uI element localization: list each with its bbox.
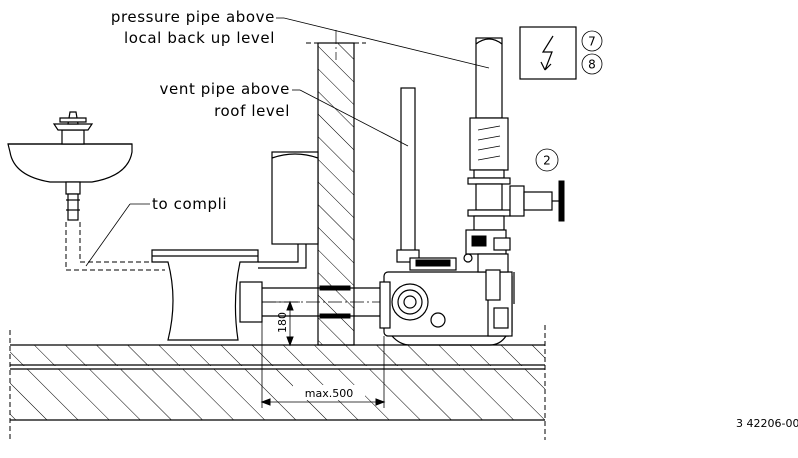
callout-7: 7 [581,30,603,52]
svg-text:180: 180 [276,312,289,333]
drawing-code: 3 42206-00 [736,417,798,430]
svg-text:max.500: max.500 [305,387,353,400]
leader-lines [85,17,490,267]
connection-pipe [262,285,384,319]
label-pressure-pipe-line1: pressure pipe above [111,8,275,26]
callout-2: 2 [535,148,559,172]
svg-text:7: 7 [588,35,596,49]
wc-toilet [151,151,319,341]
callout-8: 8 [581,53,603,75]
label-vent-pipe-line1: vent pipe above [160,80,290,98]
vent-pipe [396,87,457,271]
label-to-compli: to compli [152,195,227,213]
label-pressure-pipe-line2: local back up level [124,29,275,47]
lightning-bolt-icon [540,35,554,71]
dimension-height: 180 [262,300,300,347]
pressure-pipe [463,37,565,304]
electrical-box [519,26,577,80]
wall [306,30,366,346]
wash-basin [7,111,165,271]
svg-text:8: 8 [588,58,596,72]
lifting-station [379,271,513,346]
dimension-width: max.500 [260,316,386,408]
label-vent-pipe-line2: roof level [214,102,290,120]
svg-text:2: 2 [543,154,551,168]
floor-slab [9,325,546,440]
